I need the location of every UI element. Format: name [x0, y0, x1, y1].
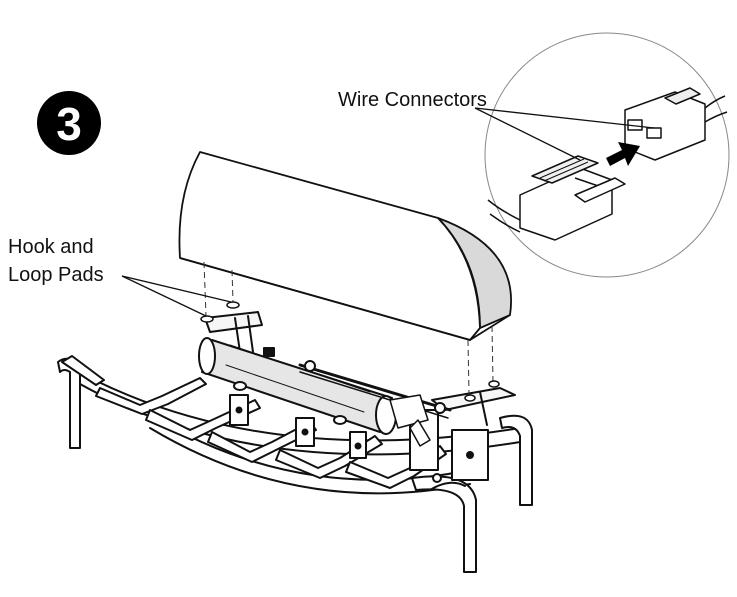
hook-pads-label-line1: Hook and	[8, 236, 94, 258]
hook-pads-label-line2: Loop Pads	[8, 264, 104, 286]
connector-parts	[487, 87, 728, 241]
step-number: 3	[56, 98, 82, 150]
connect-arrow-icon	[606, 142, 640, 166]
grate-assembly	[57, 311, 533, 573]
hook-pads-callout: Hook and Loop Pads	[8, 236, 232, 317]
connector-detail-circle	[474, 32, 730, 278]
step-badge: 3	[37, 91, 101, 155]
alignment-guides	[203, 261, 494, 396]
log-shell	[178, 151, 512, 341]
wire-connectors-label: Wire Connectors	[338, 89, 487, 111]
hook-loop-pads	[200, 301, 500, 402]
